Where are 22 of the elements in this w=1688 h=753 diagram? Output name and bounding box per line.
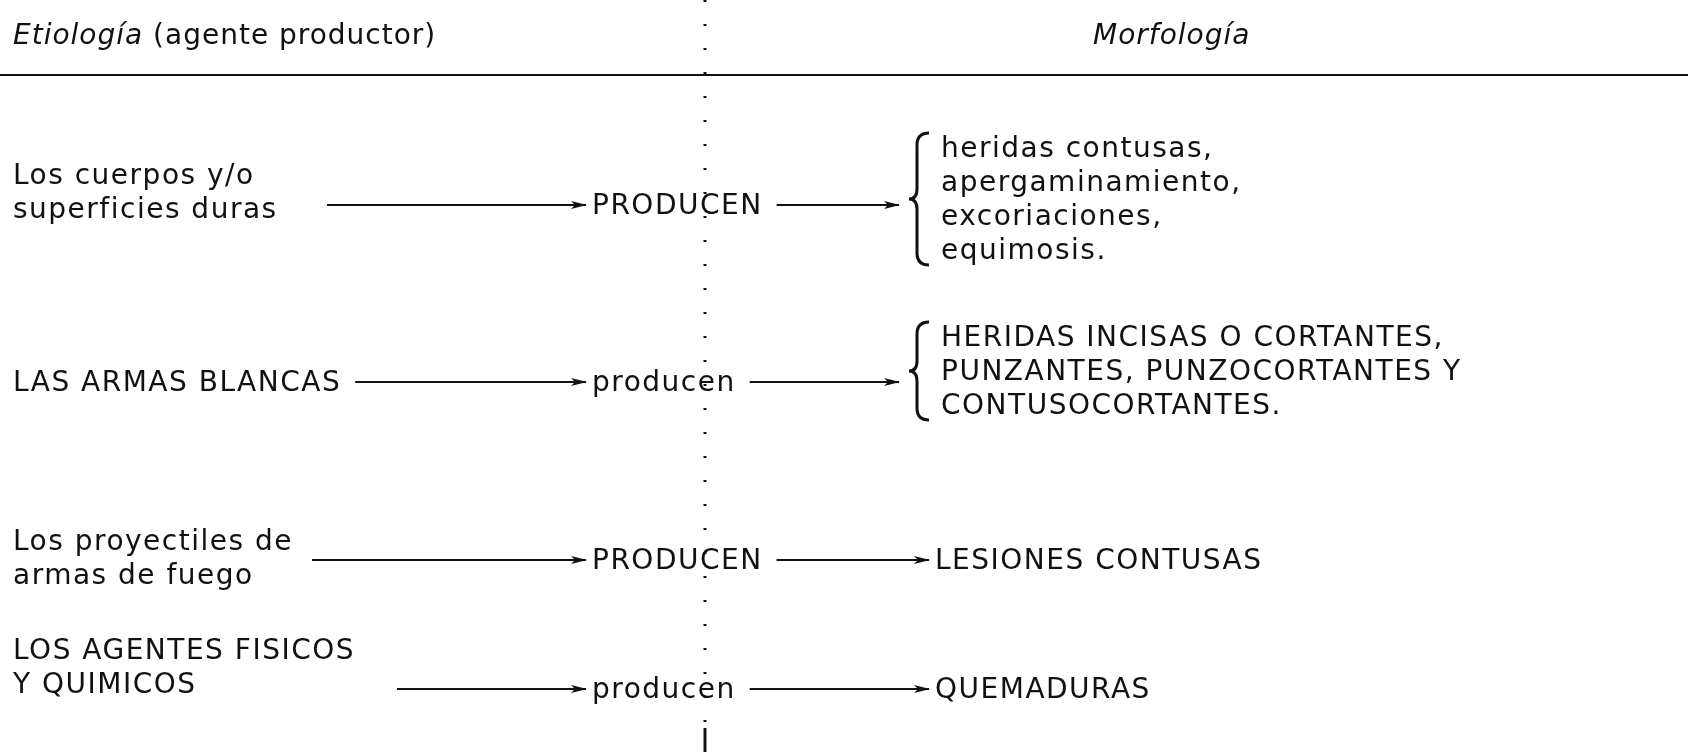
node-text: heridas contusas, apergaminamiento, excoriaciones, equimosis. [941,131,1243,267]
arrow [748,378,900,386]
arrow [311,556,587,564]
arrow [326,201,587,209]
node-text: producen [592,672,736,706]
node-text: producen [592,365,736,399]
arrow [775,201,900,209]
arrow [748,685,930,693]
arrow [775,556,930,564]
node-text: LAS ARMAS BLANCAS [13,365,342,399]
node-text: QUEMADURAS [935,672,1151,706]
node-text: Los cuerpos y/o superficies duras [13,158,279,226]
column-heading: Morfología [1093,18,1251,51]
node-text: PRODUCEN [592,543,763,577]
node-text: PRODUCEN [592,188,763,222]
node-text: HERIDAS INCISAS O CORTANTES, PUNZANTES, PUNZOCORTANTES Y CONTUSOCORTANTES. [941,320,1463,422]
node-text: LESIONES CONTUSAS [935,543,1263,577]
node-text: LOS AGENTES FISICOS Y QUIMICOS [13,633,357,701]
node-text: Los proyectiles de armas de fuego [13,524,294,592]
column-heading: Etiología (agente productor) [13,18,437,51]
arrow [354,378,587,386]
arrow [396,685,587,693]
